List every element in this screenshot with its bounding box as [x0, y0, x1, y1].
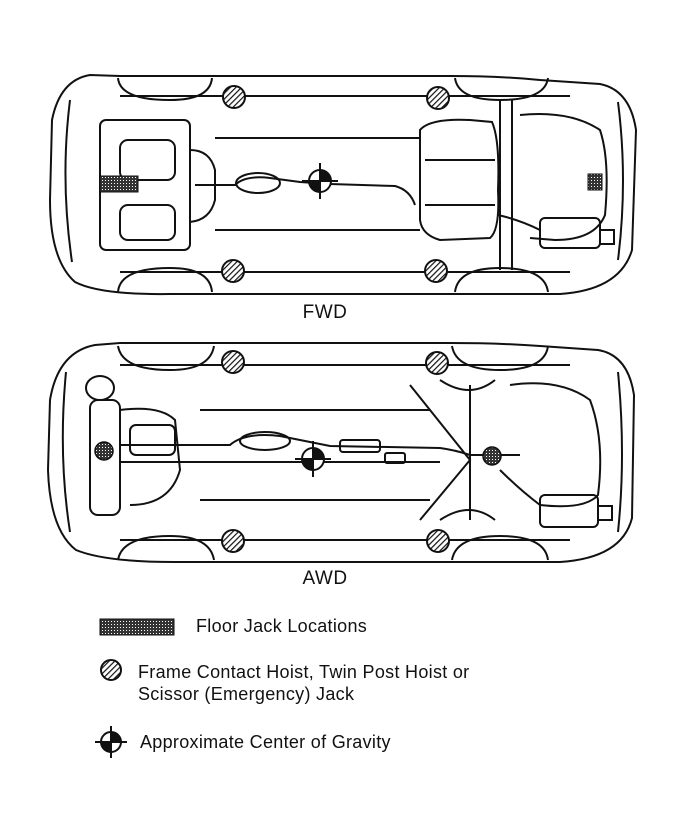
awd-hoist-point-front-right	[221, 529, 245, 553]
awd-hoist-point-front-left	[221, 350, 245, 374]
awd-hoist-point-rear-left	[425, 351, 449, 375]
legend-center-of-gravity-icon	[95, 726, 127, 758]
fwd-hoist-point-rear-left	[426, 86, 450, 110]
legend-center-of-gravity-label: Approximate Center of Gravity	[140, 732, 391, 752]
awd-hoist-point-rear-right	[426, 529, 450, 553]
legend-hoist-label: Frame Contact Hoist, Twin Post Hoist or …	[138, 661, 469, 705]
fwd-floor-jack-front	[99, 175, 139, 193]
fwd-hoist-point-front-left	[222, 85, 246, 109]
legend-floor-jack-label: Floor Jack Locations	[196, 616, 368, 636]
legend-floor-jack-swatch	[99, 618, 175, 636]
awd-hoist-points	[221, 350, 450, 553]
awd-floor-jack-rear	[482, 446, 502, 466]
fwd-center-of-gravity-icon	[302, 163, 338, 199]
fwd-floor-jack-rear	[587, 173, 603, 191]
awd-underbody	[46, 342, 636, 563]
awd-floor-jack-front	[94, 441, 114, 461]
awd-center-of-gravity-icon	[295, 441, 331, 477]
awd-label: AWD	[302, 568, 348, 589]
legend-hoist-icon	[100, 659, 122, 681]
fwd-hoist-points	[221, 85, 450, 283]
fwd-underbody	[48, 73, 638, 296]
legend-hoist-label-line2: Scissor (Emergency) Jack	[138, 684, 355, 704]
legend-hoist-label-line1: Frame Contact Hoist, Twin Post Hoist or	[138, 662, 470, 682]
fwd-hoist-point-front-right	[221, 259, 245, 283]
fwd-hoist-point-rear-right	[424, 259, 448, 283]
fwd-label: FWD	[302, 302, 348, 323]
